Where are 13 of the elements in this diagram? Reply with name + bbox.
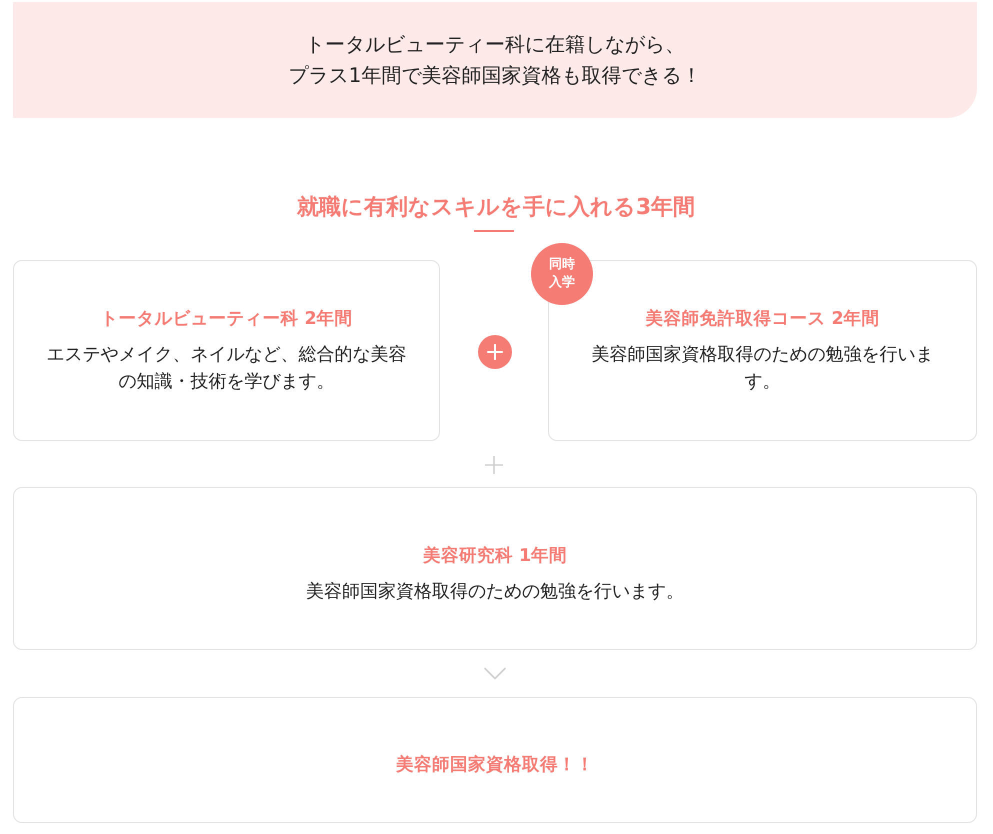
card [13, 697, 977, 823]
card-text: エステやメイク、ネイルなど、総合的な美容の知識・技術を学びます。 [46, 343, 408, 394]
card-text: 美容師国家資格取得のための勉強を行います。 [590, 343, 934, 394]
card [13, 487, 977, 650]
card-heading: 美容研究科 1年間 [422, 544, 568, 568]
card-heading: 美容師免許取得コース 2年間 [645, 308, 880, 331]
title: 就職に有利なスキルを手に入れる3年間 [296, 194, 696, 222]
badge-label: 同時入学 [548, 256, 576, 292]
card-text: 美容師国家資格取得のための勉強を行います。 [306, 580, 684, 604]
card-heading: トータルビューティー科 2年間 [100, 308, 353, 331]
banner-text: トータルビューティー科に在籍しながら、プラス1年間で美容師国家資格も取得できる！ [288, 31, 702, 89]
card-heading: 美容師国家資格取得！！ [396, 754, 594, 777]
card [13, 260, 440, 441]
